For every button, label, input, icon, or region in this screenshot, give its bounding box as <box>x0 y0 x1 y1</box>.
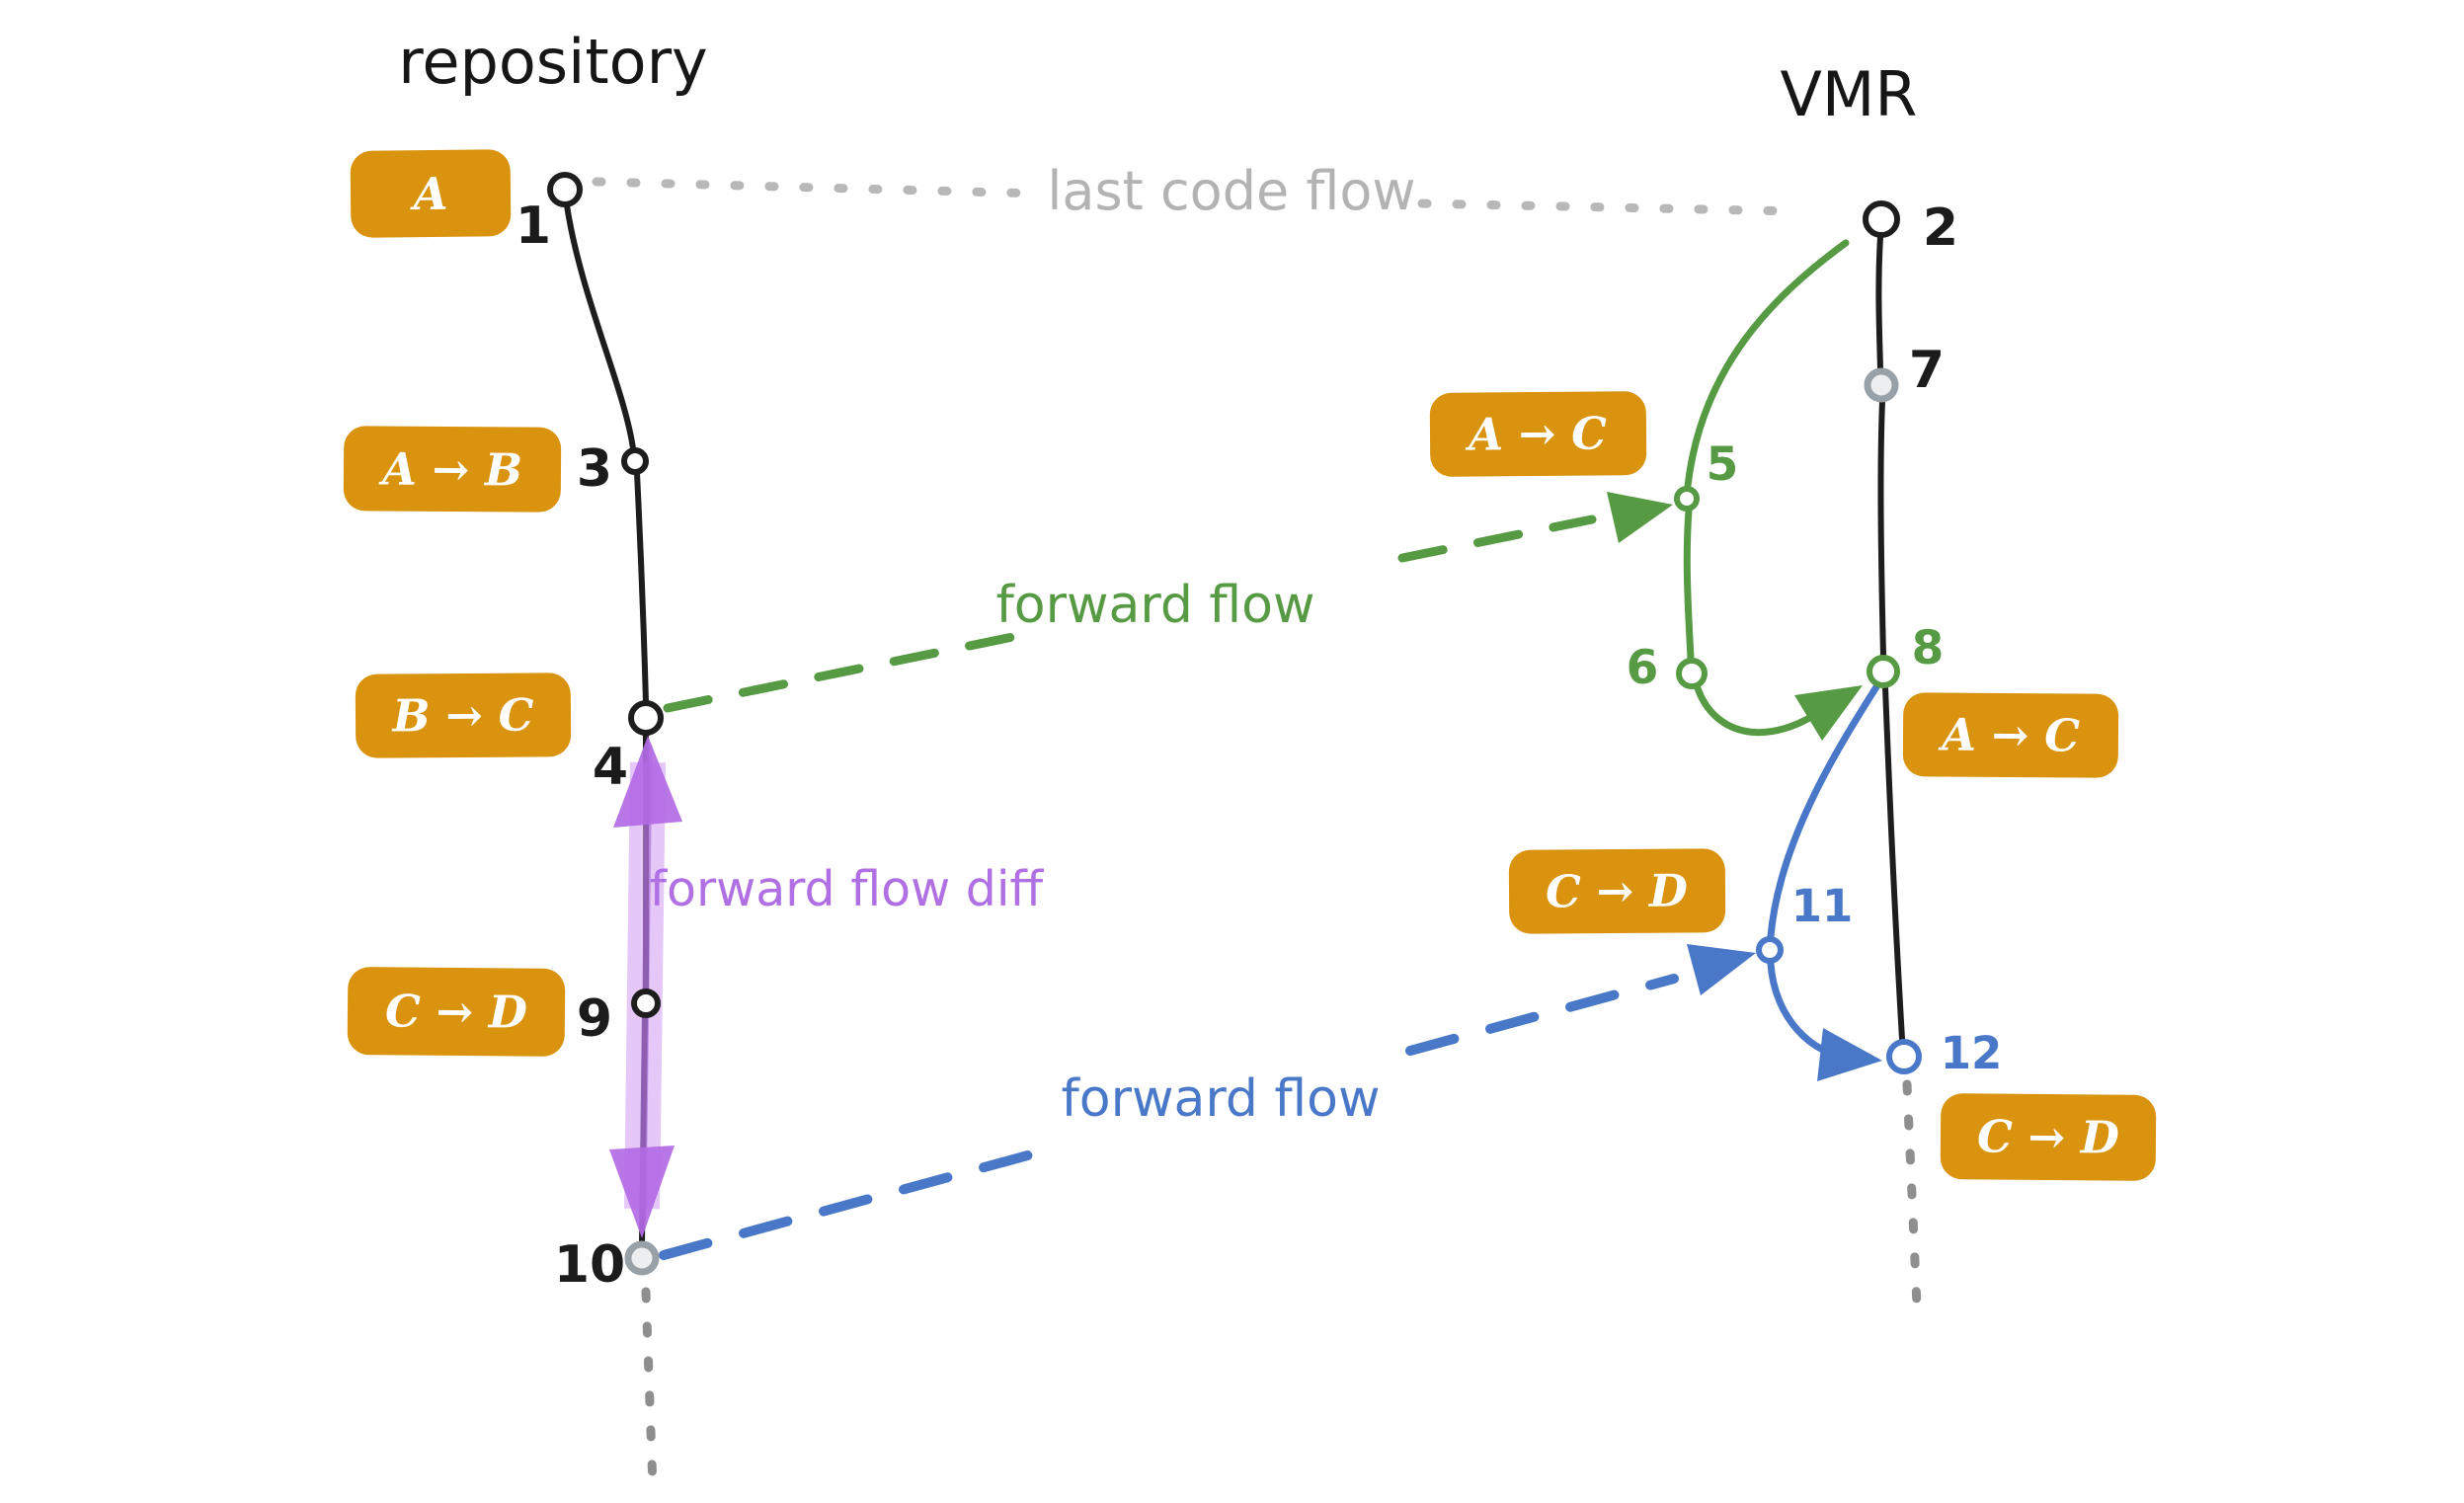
commit-node-11-number: 11 <box>1791 880 1854 932</box>
commit-node-6-number: 6 <box>1627 641 1659 695</box>
green-arrowhead-into-8 <box>1794 685 1863 741</box>
commit-badges: A A → B B → C C → D A → C A → C C → D C <box>343 149 2157 1181</box>
commit-node-8 <box>1867 655 1900 688</box>
commit-node-4-number: 4 <box>593 738 628 797</box>
commit-node-6 <box>1676 658 1708 689</box>
badge-c-to-d-repo-box <box>347 967 566 1057</box>
commit-node-1 <box>547 172 583 207</box>
repository-title: repository <box>398 26 708 98</box>
forward-flow-diff-label: forward flow diff <box>650 861 1045 917</box>
vmr-branch-continuation-dotted <box>1902 1079 1922 1310</box>
vmr-branch <box>1875 234 1922 1310</box>
commit-node-9 <box>631 989 661 1018</box>
blue-curve-8-to-11 <box>1767 681 1881 940</box>
commit-node-11 <box>1756 936 1784 964</box>
blue-arrowhead-into-11 <box>1687 944 1756 995</box>
last-code-flow-dotted-left <box>592 177 1044 198</box>
commit-node-12 <box>1886 1039 1922 1074</box>
badge-c-to-d-vmr-box <box>1940 1093 2157 1181</box>
blue-arrowhead-into-12 <box>1817 1028 1882 1081</box>
forward-flow-green-label: forward flow <box>996 576 1315 635</box>
badge-b-to-c-box <box>355 672 572 758</box>
commit-node-7 <box>1864 367 1899 403</box>
green-dashed-left <box>663 629 1032 713</box>
badge-a: A <box>350 149 512 238</box>
forward-flow-blue: forward flow <box>659 681 1882 1260</box>
green-flow-curves <box>1683 239 1863 741</box>
commit-node-5-number: 5 <box>1707 437 1739 492</box>
purple-arrowhead-up <box>613 736 682 828</box>
commit-node-9-number: 9 <box>577 989 612 1049</box>
badge-b-to-c-label: B → C <box>390 689 533 743</box>
repo-branch-segment-1-3 <box>564 202 636 451</box>
badge-c-to-d-repo-label: C → D <box>385 985 527 1038</box>
commit-node-4 <box>628 700 664 736</box>
badge-a-to-c-mid-label: A → C <box>1465 407 1607 460</box>
vmr-branch-segment-2-7 <box>1875 234 1883 372</box>
badge-c-to-d-vmr: C → D <box>1940 1093 2157 1181</box>
green-curve-6-to-8 <box>1694 684 1829 737</box>
last-code-flow-label: last code flow <box>1047 160 1415 222</box>
badge-a-to-c-vmr-box <box>1902 692 2119 778</box>
badge-a-to-b: A → B <box>343 426 562 513</box>
vmr-nodes: 2 7 5 6 8 11 12 <box>1627 198 2003 1079</box>
green-curve-2-to-5 <box>1684 239 1850 490</box>
commit-node-10-number: 10 <box>554 1235 625 1295</box>
badge-c-to-d-repo: C → D <box>347 967 566 1057</box>
commit-node-1-number: 1 <box>516 197 551 256</box>
green-arrowhead-into-5 <box>1607 492 1673 543</box>
commit-node-5 <box>1674 486 1700 512</box>
green-dashed-right <box>1397 514 1597 563</box>
commit-node-2 <box>1863 200 1900 238</box>
commit-node-10 <box>624 1240 660 1276</box>
commit-node-3-number: 3 <box>577 439 612 499</box>
commit-node-8-number: 8 <box>1912 621 1945 675</box>
badge-c-to-d-vmr-label: C → D <box>1977 1110 2119 1163</box>
vmr-title: VMR <box>1781 58 1918 130</box>
forward-flow-blue-label: forward flow <box>1062 1069 1381 1129</box>
commit-node-12-number: 12 <box>1941 1027 2003 1079</box>
badge-c-to-d-mid: C → D <box>1508 848 1726 934</box>
blue-dashed-left <box>659 1148 1040 1260</box>
badge-c-to-d-mid-box <box>1508 848 1726 934</box>
forward-flow-green: forward flow <box>663 492 1673 713</box>
last-code-flow-dotted-right <box>1417 198 1804 216</box>
repo-branch-segment-3-4 <box>634 470 649 705</box>
commit-node-3 <box>621 447 649 475</box>
badge-a-to-c-mid-box <box>1429 391 1647 477</box>
repository-nodes: 1 3 4 9 10 <box>516 172 664 1295</box>
badge-a-to-b-box <box>343 426 562 513</box>
blue-dashed-right <box>1405 974 1679 1056</box>
commit-node-7-number: 7 <box>1909 341 1945 400</box>
repo-branch-continuation-dotted <box>641 1287 658 1492</box>
badge-a-label: A <box>409 168 447 220</box>
badge-a-box <box>350 149 512 238</box>
badge-a-to-c-vmr-label: A → C <box>1938 708 2080 761</box>
badge-a-to-c-mid: A → C <box>1429 391 1647 477</box>
commit-node-2-number: 2 <box>1923 198 1958 258</box>
purple-arrowhead-down <box>609 1146 675 1238</box>
badge-a-to-b-label: A → B <box>378 442 522 496</box>
badge-c-to-d-mid-label: C → D <box>1546 864 1688 917</box>
forward-flow-diff: forward flow diff <box>609 736 1044 1238</box>
green-curve-5-to-6 <box>1683 507 1695 663</box>
purple-band-core <box>639 743 653 1221</box>
vmr-branch-segment-8-12 <box>1882 684 1905 1042</box>
vmr-branch-segment-7-8 <box>1877 398 1886 659</box>
last-code-flow-connector: last code flow <box>592 160 1804 222</box>
badge-a-to-c-vmr: A → C <box>1902 692 2119 778</box>
badge-b-to-c: B → C <box>355 672 572 758</box>
